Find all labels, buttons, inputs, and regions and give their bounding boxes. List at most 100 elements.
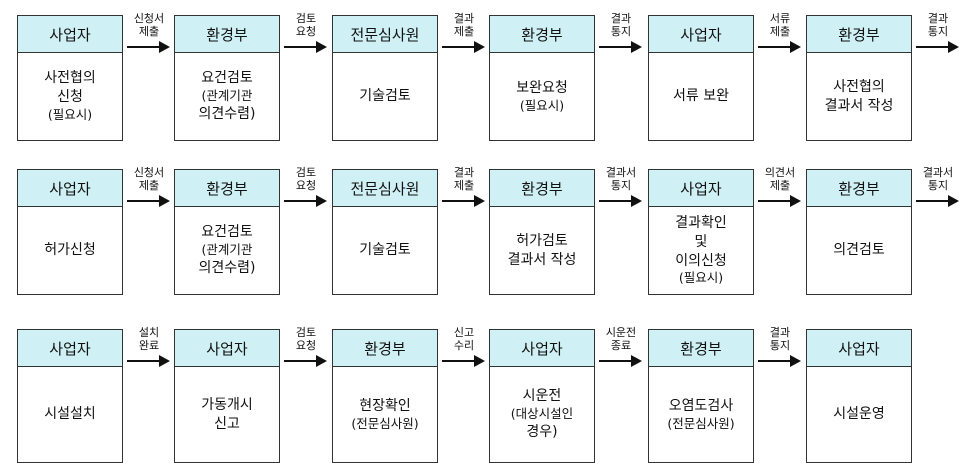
flow-arrow-label-line: 요청 bbox=[295, 179, 317, 193]
node-task-line: 이의신청 bbox=[675, 252, 727, 269]
node-task-line: 기술검토 bbox=[359, 242, 411, 259]
node-task-box: 의견검토 bbox=[806, 207, 912, 295]
flow-arrow-label-line: 제출 bbox=[138, 179, 160, 193]
node-task-line: 의견검토 bbox=[833, 242, 885, 259]
flow-arrow-label-line: 통지 bbox=[927, 179, 949, 193]
right-arrow-icon bbox=[916, 41, 959, 53]
right-arrow-icon bbox=[127, 195, 170, 207]
node-task-line: 신청 bbox=[57, 89, 83, 106]
node-actor-label: 사업자 bbox=[17, 169, 123, 207]
right-arrow-icon bbox=[127, 355, 170, 367]
flow-arrow-label-line: 시운전 bbox=[605, 326, 637, 339]
flow-arrow-label-line: 통지 bbox=[769, 339, 791, 353]
node-task-line: 현장확인 bbox=[359, 397, 411, 414]
node-task-line: (필요시) bbox=[47, 106, 93, 122]
node-task-box: 시설설치 bbox=[17, 367, 123, 463]
flow-arrow-label-line: 제출 bbox=[769, 179, 791, 193]
flow-arrow-label-line: 완료 bbox=[138, 339, 160, 353]
node-task-line: 시설설치 bbox=[44, 406, 96, 423]
node-task-line: 오염도검사 bbox=[668, 397, 734, 414]
right-arrow-icon bbox=[599, 41, 642, 53]
flow-arrow-label-line: 요청 bbox=[295, 25, 317, 39]
node-task-line: 요건검토 bbox=[201, 70, 253, 87]
node-task-line: 신고 bbox=[214, 415, 240, 432]
node-actor-label: 사업자 bbox=[17, 329, 123, 367]
flow-arrow-label-line: 결과서 bbox=[605, 166, 637, 179]
node-task-line: 요건검토 bbox=[201, 224, 253, 241]
flow-arrow-label-line: 제출 bbox=[453, 25, 475, 39]
node-task-line: 의견수렴) bbox=[198, 105, 256, 122]
right-arrow-icon bbox=[442, 195, 485, 207]
node-task-line: 허가검토 bbox=[516, 232, 568, 249]
node-actor-label: 사업자 bbox=[174, 329, 280, 367]
node-actor-label: 사업자 bbox=[648, 15, 754, 53]
node-task-line: 시운전 bbox=[522, 388, 562, 405]
flow-arrow-label-line: 서류 bbox=[769, 12, 791, 25]
flow-arrow-label-line: 결과 bbox=[453, 166, 475, 179]
node-task-box: 허가신청 bbox=[17, 207, 123, 295]
flow-arrow-label-line: 결과서 bbox=[922, 166, 954, 179]
flow-arrow-label-line: 제출 bbox=[138, 25, 160, 39]
node-task-line: 기술검토 bbox=[359, 88, 411, 105]
node-actor-label: 환경부 bbox=[648, 329, 754, 367]
node-task-line: 허가신청 bbox=[44, 242, 96, 259]
right-arrow-icon bbox=[284, 355, 327, 367]
flow-arrow-label-line: 신고 bbox=[453, 326, 475, 339]
right-arrow-icon bbox=[127, 41, 170, 53]
flow-arrow-label-line: 의견서 bbox=[764, 166, 796, 179]
node-actor-label: 환경부 bbox=[332, 329, 438, 367]
node-actor-label: 사업자 bbox=[489, 329, 595, 367]
node-task-line: (필요시) bbox=[678, 270, 724, 286]
flow-arrow-label-line: 결과 bbox=[769, 326, 791, 339]
node-actor-label: 사업자 bbox=[806, 329, 912, 367]
node-actor-label: 환경부 bbox=[489, 169, 595, 207]
flow-arrow-label-line: 검토 bbox=[295, 326, 317, 339]
node-task-line: (전문심사원) bbox=[351, 415, 419, 431]
node-task-line: (대상시설인 bbox=[510, 406, 574, 422]
flow-arrow-label-line: 통지 bbox=[927, 25, 949, 39]
flow-arrow-label-line: 결과 bbox=[453, 12, 475, 25]
flow-arrow-label-line: 설치 bbox=[138, 326, 160, 339]
node-task-line: 시설운영 bbox=[833, 406, 885, 423]
node-actor-label: 사업자 bbox=[17, 15, 123, 53]
flow-arrow-label-line: 결과 bbox=[927, 12, 949, 25]
node-task-box: 시설운영 bbox=[806, 367, 912, 463]
flow-arrow-label-line: 통지 bbox=[610, 179, 632, 193]
node-task-line: 및 bbox=[694, 233, 708, 250]
node-actor-label: 환경부 bbox=[806, 169, 912, 207]
node-actor-label: 환경부 bbox=[806, 15, 912, 53]
right-arrow-icon bbox=[916, 195, 959, 207]
node-task-line: (필요시) bbox=[519, 97, 565, 113]
node-task-box: 오염도검사(전문심사원) bbox=[648, 367, 754, 463]
right-arrow-icon bbox=[758, 41, 801, 53]
node-task-line: 가동개시 bbox=[201, 396, 253, 413]
